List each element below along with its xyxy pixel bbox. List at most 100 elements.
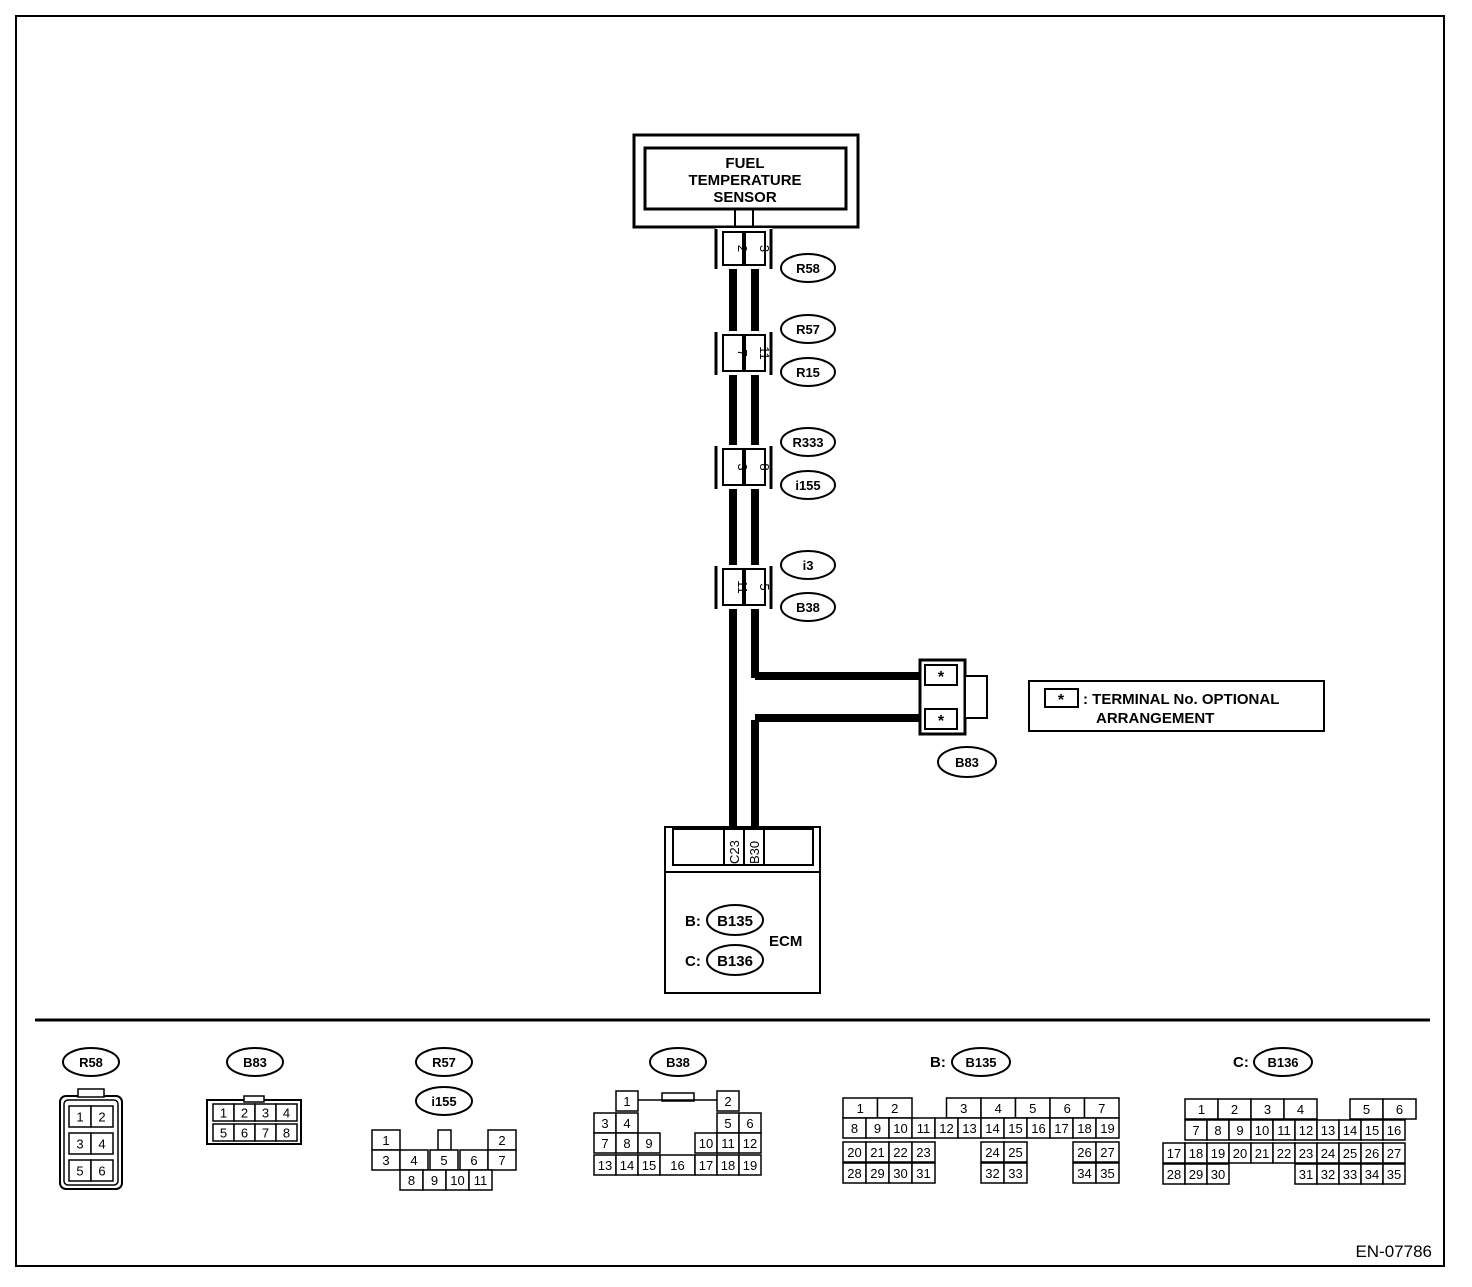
ecm-unit: C23 B30 B: B135 C: B136 ECM (664, 826, 821, 994)
sensor-name-line3: SENSOR (713, 189, 777, 206)
inline-connector-1-pin-a: 2 (735, 245, 750, 252)
b38-face-pin-13: 13 (598, 1158, 612, 1173)
b136-face-pin-3: 3 (1264, 1102, 1271, 1117)
b135-face-pin-33: 33 (1008, 1166, 1022, 1181)
r57-face-pin-6: 6 (470, 1153, 477, 1168)
b135-face-pin-25: 25 (1008, 1145, 1022, 1160)
ecm-b-prefix: B: (685, 913, 701, 930)
b135-face-pin-19: 19 (1100, 1121, 1114, 1136)
inline-connector-4-pin-b: 5 (757, 583, 772, 590)
b38-face-pin-9: 9 (645, 1136, 652, 1151)
b38-face-pin-7: 7 (601, 1136, 608, 1151)
b136-face-pin-5: 5 (1363, 1102, 1370, 1117)
legend-line2: ARRANGEMENT (1096, 710, 1214, 727)
b136-face-pin-9: 9 (1236, 1123, 1243, 1138)
inline-connector-2-label-2: R15 (780, 357, 836, 387)
b135-face-pin-24: 24 (985, 1145, 999, 1160)
b136-face-pin-23: 23 (1299, 1146, 1313, 1161)
outer-frame (15, 15, 1445, 1267)
fuel-temperature-sensor: FUEL TEMPERATURE SENSOR (632, 133, 860, 229)
inline-connector-4-label-2-text: B38 (796, 600, 820, 615)
legend-line1: : TERMINAL No. OPTIONAL (1083, 691, 1279, 708)
b136-face-pin-30: 30 (1211, 1167, 1225, 1182)
b38-face-pin-17: 17 (699, 1158, 713, 1173)
b38-face-label: B38 (649, 1047, 707, 1077)
b135-face-label: B135 (951, 1047, 1011, 1077)
r57-face-pin-2: 2 (498, 1133, 505, 1148)
b136-face-pin-20: 20 (1233, 1146, 1247, 1161)
b136-face-pin-21: 21 (1255, 1146, 1269, 1161)
r58-face-pin-3: 3 (76, 1137, 83, 1152)
b38-face-pin-15: 15 (642, 1158, 656, 1173)
b135-face-pin-7: 7 (1098, 1101, 1105, 1116)
b38-face-pin-6: 6 (746, 1116, 753, 1131)
b83-face-label: B83 (226, 1047, 284, 1077)
b38-face-pin-10: 10 (699, 1136, 713, 1151)
b83-face-pin-6: 6 (241, 1126, 248, 1141)
r58-face-label: R58 (62, 1047, 120, 1077)
inline-connector-4-label-1: i3 (780, 550, 836, 580)
b83-face-pin-2: 2 (241, 1106, 248, 1121)
b136-face-pin-12: 12 (1299, 1123, 1313, 1138)
b83-connector: * * B83 (918, 658, 997, 778)
b136-face-pin-13: 13 (1321, 1123, 1335, 1138)
b136-face-prefix: C: (1233, 1054, 1249, 1071)
b38-face-pin-12: 12 (743, 1136, 757, 1151)
b38-face-pin-5: 5 (724, 1116, 731, 1131)
ecm-pin-b30: B30 (747, 841, 762, 864)
b135-face-pin-27: 27 (1100, 1145, 1114, 1160)
b38-face-pin-16: 16 (670, 1158, 684, 1173)
b135-face-prefix: B: (930, 1054, 946, 1071)
b136-face-pin-33: 33 (1343, 1167, 1357, 1182)
b83-pin-2: * (938, 713, 945, 730)
inline-connector-3-pin-b: 8 (757, 463, 772, 470)
r57-face-label: R57 (415, 1047, 473, 1077)
b83-face-pin-4: 4 (283, 1106, 290, 1121)
inline-connector-4-label-2: B38 (780, 592, 836, 622)
b135-face-pin-23: 23 (916, 1145, 930, 1160)
inline-connector-3-label-1-text: R333 (792, 435, 823, 450)
b136-face-pin-34: 34 (1365, 1167, 1379, 1182)
r57-face-pin-5: 5 (440, 1153, 447, 1168)
b83-face-label-text: B83 (243, 1055, 267, 1070)
b136-face-pin-14: 14 (1343, 1123, 1357, 1138)
r58-face-pin-4: 4 (98, 1137, 105, 1152)
r57-face-pin-10: 10 (450, 1173, 464, 1188)
b38-face-pin-11: 11 (721, 1136, 735, 1151)
r57-face-pin-11: 11 (474, 1173, 488, 1188)
b135-face-pin-17: 17 (1054, 1121, 1068, 1136)
r57-face-pin-7: 7 (498, 1153, 505, 1168)
b135-face-pin-32: 32 (985, 1166, 999, 1181)
r58-face-pin-6: 6 (98, 1164, 105, 1179)
b135-face-pin-29: 29 (870, 1166, 884, 1181)
b136-face-pin-2: 2 (1231, 1102, 1238, 1117)
b136-face-pin-24: 24 (1321, 1146, 1335, 1161)
b135-face-pin-18: 18 (1077, 1121, 1091, 1136)
b83-face-pin-8: 8 (283, 1126, 290, 1141)
b135-face-pin-1: 1 (857, 1101, 864, 1116)
r58-face-pin-1: 1 (76, 1110, 83, 1125)
b83-face-pin-5: 5 (220, 1126, 227, 1141)
b136-face-pin-7: 7 (1192, 1123, 1199, 1138)
b136-face-pin-1: 1 (1198, 1102, 1205, 1117)
legend-box: * : TERMINAL No. OPTIONAL ARRANGEMENT (1028, 680, 1325, 732)
b38-face-label-text: B38 (666, 1055, 690, 1070)
ecm-b135-label: B135 (717, 913, 753, 930)
b135-face-pin-34: 34 (1077, 1166, 1091, 1181)
inline-connector-2-label-1: R57 (780, 314, 836, 344)
sensor-name-line1: FUEL (725, 155, 764, 172)
b135-face-pin-22: 22 (893, 1145, 907, 1160)
r57-face-pin-1: 1 (382, 1133, 389, 1148)
b136-face-pin-26: 26 (1365, 1146, 1379, 1161)
b83-label: B83 (955, 755, 979, 770)
r57-face-pin-4: 4 (410, 1153, 417, 1168)
ecm-c-prefix: C: (685, 953, 701, 970)
b38-face-pin-3: 3 (601, 1116, 608, 1131)
inline-connector-3-label-2-text: i155 (795, 478, 820, 493)
b135-face-pin-26: 26 (1077, 1145, 1091, 1160)
